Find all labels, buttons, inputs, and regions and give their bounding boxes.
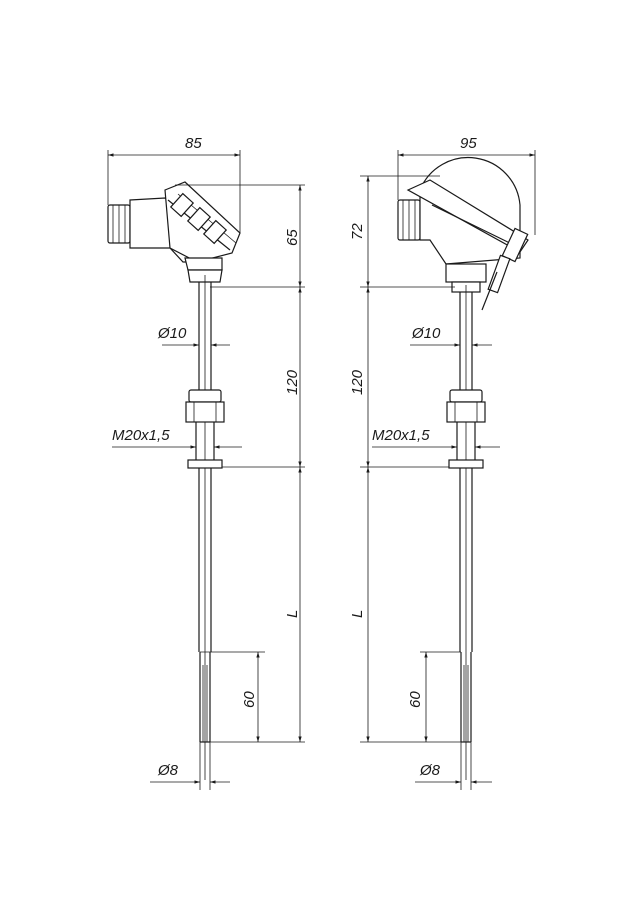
left-stem [185, 275, 225, 780]
right-connection-head [397, 156, 529, 311]
right-thermocouple-view: 95 72 120 L Ø10 M20x1,5 60 Ø8 [349, 135, 536, 790]
left-dimensions: 85 65 120 L Ø10 M20x1,5 60 Ø8 [107, 135, 305, 790]
left-tip-diameter-dim: Ø8 [157, 762, 179, 779]
right-stem-diameter-dim: Ø10 [411, 325, 441, 342]
right-dimensions: 95 72 120 L Ø10 M20x1,5 60 Ø8 [349, 135, 536, 790]
right-immersion-length-dim: L [349, 610, 366, 618]
right-head-height-dim: 72 [349, 223, 366, 240]
right-thread-dim: M20x1,5 [372, 427, 430, 444]
left-stem-diameter-dim: Ø10 [157, 325, 187, 342]
right-tip-length-dim: 60 [407, 691, 424, 708]
right-stem [446, 285, 486, 780]
right-stem-length-dim: 120 [349, 369, 366, 395]
left-tip-length-dim: 60 [241, 691, 258, 708]
left-thread-dim: M20x1,5 [112, 427, 170, 444]
left-stem-length-dim: 120 [284, 369, 301, 395]
left-immersion-length-dim: L [284, 610, 301, 618]
left-connection-head [107, 181, 241, 283]
left-width-dim: 85 [185, 135, 202, 152]
right-width-dim: 95 [460, 135, 477, 152]
left-thermocouple-view: 85 65 120 L Ø10 M20x1,5 60 Ø8 [107, 135, 305, 790]
left-head-height-dim: 65 [284, 229, 301, 246]
right-tip-diameter-dim: Ø8 [419, 762, 441, 779]
